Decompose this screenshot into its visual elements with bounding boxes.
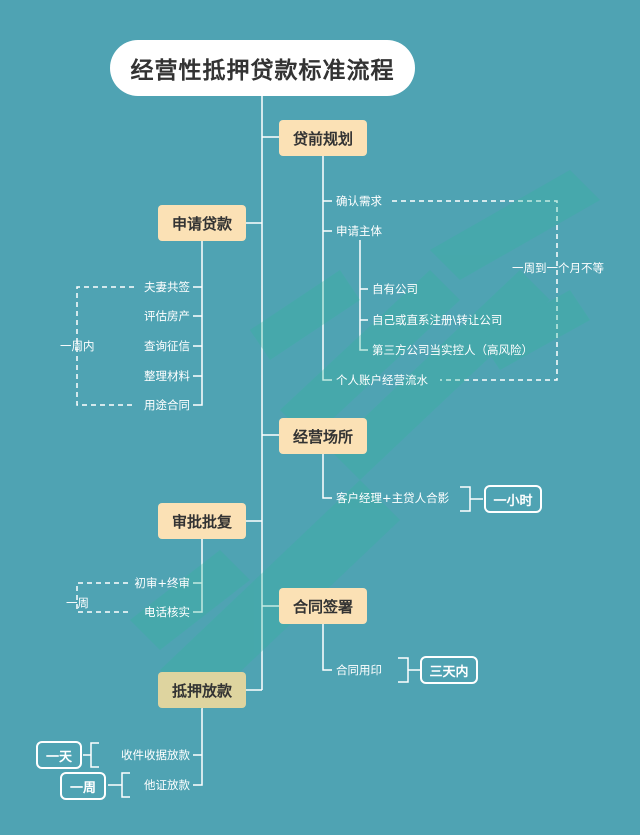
mortgage-duration-badge-1: 一天 <box>36 741 82 769</box>
leaf-organize-materials: 整理材料 <box>144 369 190 383</box>
node-contract: 合同签署 <box>279 588 367 624</box>
leaf-personal-flow: 个人账户经营流水 <box>336 373 428 387</box>
leaf-phone-verify: 电话核实 <box>144 605 190 619</box>
leaf-seal: 合同用印 <box>336 663 382 677</box>
leaf-apply-subject: 申请主体 <box>336 224 382 238</box>
node-apply: 申请贷款 <box>158 205 246 241</box>
contract-stem <box>322 624 332 671</box>
apply-duration: 一周内 <box>60 339 95 353</box>
leaf-confirm-need: 确认需求 <box>336 194 382 208</box>
pre-plan-duration-bracket <box>392 200 558 381</box>
leaf-appraise-property: 评估房产 <box>144 309 190 323</box>
leaf-own-company: 自有公司 <box>372 282 418 296</box>
apply-duration-bracket <box>76 286 134 406</box>
apply-stem <box>193 241 203 406</box>
approve-duration: 一周 <box>66 596 89 610</box>
mortgage-duration-badge-2: 一周 <box>60 772 106 800</box>
leaf-third-party: 第三方公司当实控人（高风险） <box>372 343 533 357</box>
site-duration-badge: 一小时 <box>484 485 542 513</box>
node-pre-plan: 贷前规划 <box>279 120 367 156</box>
leaf-certificate-loan: 他证放款 <box>144 778 190 792</box>
pre-plan-duration: 一周到一个月不等 <box>512 261 604 275</box>
contract-duration-badge: 三天内 <box>420 656 478 684</box>
leaf-photo: 客户经理+主贷人合影 <box>336 491 450 505</box>
leaf-registered-company: 自己或直系注册\转让公司 <box>372 313 503 327</box>
pre-plan-stem <box>322 155 332 381</box>
subject-stem <box>359 240 368 351</box>
mortgage-stem <box>193 708 203 786</box>
leaf-co-sign: 夫妻共签 <box>144 280 190 294</box>
leaf-use-contract: 用途合同 <box>144 398 190 412</box>
page-title: 经营性抵押贷款标准流程 <box>110 40 415 96</box>
approve-stem <box>193 539 203 613</box>
approve-duration-bracket <box>76 582 128 613</box>
leaf-review: 初审+终审 <box>134 576 190 590</box>
node-mortgage: 抵押放款 <box>158 672 246 708</box>
node-approve: 审批批复 <box>158 503 246 539</box>
node-site: 经营场所 <box>279 418 367 454</box>
leaf-receipt-loan: 收件收据放款 <box>121 748 190 762</box>
site-stem <box>322 453 332 499</box>
leaf-credit-check: 查询征信 <box>144 339 190 353</box>
